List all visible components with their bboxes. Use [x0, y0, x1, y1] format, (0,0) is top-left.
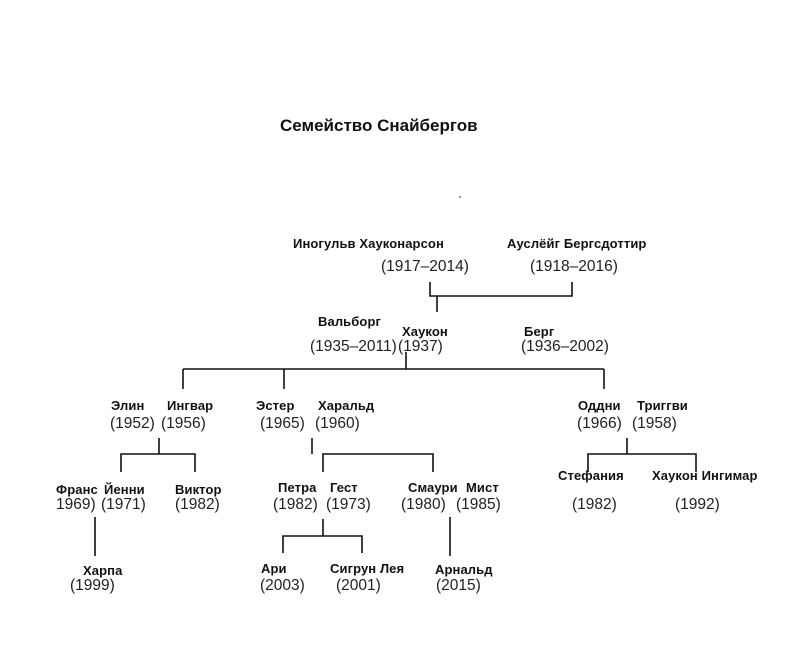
person-gest-years: (1973): [326, 496, 371, 513]
person-stefania-years: (1982): [572, 496, 617, 513]
speck: [459, 196, 461, 198]
person-harpa-name: Харпа: [83, 563, 123, 578]
connector-petra-gest-bar: [282, 535, 363, 553]
person-aslaug-name: Ауслёйг Бергсдоттир: [507, 236, 647, 251]
person-ester-name: Эстер: [256, 398, 295, 413]
person-jenni-years: (1971): [101, 496, 146, 513]
person-ari-years: (2003): [260, 577, 305, 594]
person-valborg-years: (1935–2011): [310, 338, 397, 355]
person-arnald-name: Арнальд: [435, 562, 493, 577]
person-haukon-name: Хаукон: [402, 324, 448, 339]
diagram-title: Семейство Снайбергов: [280, 116, 478, 135]
connector-ingulv-aslaug: [429, 282, 573, 297]
person-viktor-name: Виктор: [175, 482, 222, 497]
person-sigrun-name: Сигрун Лея: [330, 561, 405, 576]
person-haukon-ingimar-name: Хаукон Ингимар: [652, 468, 758, 483]
person-ingulv-years: (1917–2014): [381, 258, 469, 275]
person-oddni-name: Оддни: [578, 398, 621, 413]
person-ari-name: Ари: [261, 561, 287, 576]
person-tryggvi-name: Триггви: [637, 398, 688, 413]
person-ester-years: (1965): [260, 415, 305, 432]
person-ingulv-name: Иногульв Хауконарсон: [293, 236, 444, 251]
person-elin-years: (1952): [110, 415, 155, 432]
connector-elin-ingvar-bar: [120, 453, 196, 472]
person-harpa-years: (1999): [70, 577, 115, 594]
person-berg-name: Берг: [524, 324, 555, 339]
person-arnald-years: (2015): [436, 577, 481, 594]
person-smauri-name: Смаури: [408, 480, 458, 495]
connector-oddni-tryggvi-bar: [587, 453, 697, 472]
person-sigrun-years: (2001): [336, 577, 381, 594]
person-smauri-years: (1980): [401, 496, 446, 513]
person-frans-name: Франс: [56, 482, 98, 497]
person-mist-name: Мист: [466, 480, 499, 495]
person-tryggvi-years: (1958): [632, 415, 677, 432]
person-oddni-years: (1966): [577, 415, 622, 432]
person-haukon-years: (1937): [398, 338, 443, 355]
person-harald-years: (1960): [315, 415, 360, 432]
person-mist-years: (1985): [456, 496, 501, 513]
person-aslaug-years: (1918–2016): [530, 258, 618, 275]
person-ingvar-years: (1956): [161, 415, 206, 432]
person-frans-years: 1969): [56, 496, 96, 513]
connector-ester-harald-bar: [322, 453, 434, 472]
person-viktor-years: (1982): [175, 496, 220, 513]
person-petra-name: Петра: [278, 480, 317, 495]
person-gest-name: Гест: [330, 480, 358, 495]
person-berg-years: (1936–2002): [521, 338, 609, 355]
person-ingvar-name: Ингвар: [167, 398, 214, 413]
person-valborg-name: Вальборг: [318, 314, 381, 329]
person-haukon-ingimar-years: (1992): [675, 496, 720, 513]
person-jenni-name: Йенни: [104, 482, 145, 497]
person-stefania-name: Стефания: [558, 468, 624, 483]
person-petra-years: (1982): [273, 496, 318, 513]
person-elin-name: Элин: [111, 398, 145, 413]
person-harald-name: Харальд: [318, 398, 375, 413]
